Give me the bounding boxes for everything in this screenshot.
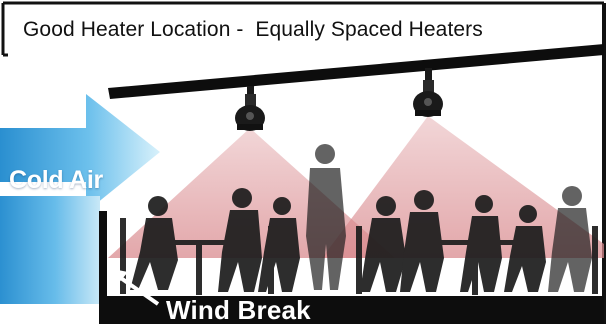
heater-right-icon xyxy=(413,68,443,117)
heater-left-icon xyxy=(235,86,265,131)
diagram-title: Good Heater Location - Equally Spaced He… xyxy=(23,18,483,42)
wind-break-label: Wind Break xyxy=(166,295,311,324)
cold-air-label: Cold Air xyxy=(9,166,103,195)
wind-break-wall xyxy=(99,211,107,304)
waiter-silhouette xyxy=(306,144,346,290)
cold-air-body xyxy=(0,196,100,304)
roof-beam xyxy=(108,44,604,99)
